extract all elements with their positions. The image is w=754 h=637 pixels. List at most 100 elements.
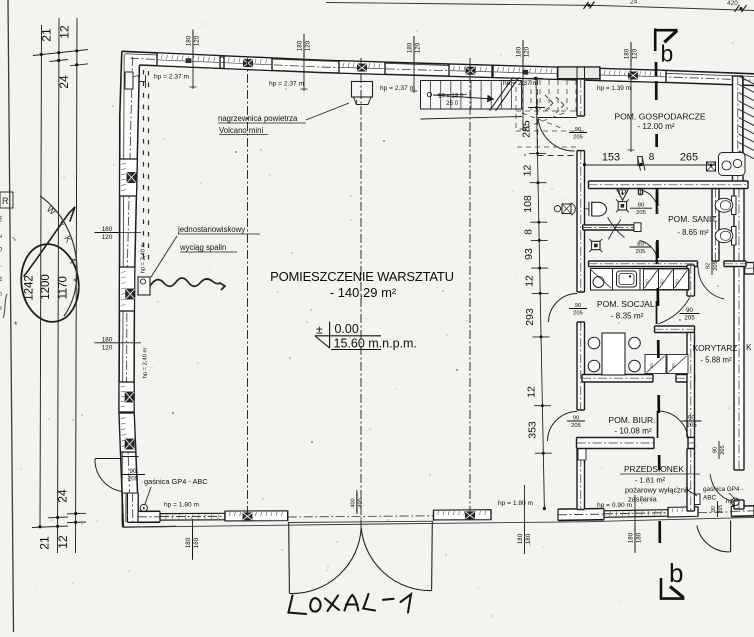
svg-text:hp = 2.37 m: hp = 2.37 m: [380, 85, 416, 92]
svg-text:205: 205: [686, 422, 697, 429]
svg-text:90: 90: [686, 307, 693, 314]
svg-text:1242: 1242: [24, 275, 36, 301]
svg-text:- 8.65 m²: - 8.65 m²: [677, 228, 709, 237]
svg-text:205: 205: [713, 261, 719, 270]
svg-text:92: 92: [706, 263, 712, 269]
svg-text:93: 93: [523, 248, 535, 260]
svg-text:hp = 1.80 m: hp = 1.80 m: [498, 500, 534, 507]
svg-text:24: 24: [56, 489, 70, 503]
svg-text:±: ±: [316, 323, 323, 337]
svg-text:12: 12: [526, 386, 538, 398]
svg-text:- 140,29 m²: - 140,29 m²: [330, 285, 397, 300]
svg-text:- 5.88 m²: - 5.88 m²: [700, 356, 732, 365]
svg-text:205: 205: [718, 505, 724, 514]
svg-text:b: b: [669, 558, 683, 588]
svg-text:120: 120: [102, 234, 113, 241]
svg-text:POM. BIUR.: POM. BIUR.: [608, 415, 655, 425]
svg-text:24: 24: [630, 0, 638, 6]
svg-text:160: 160: [193, 537, 200, 548]
svg-text:60: 60: [671, 363, 676, 368]
svg-text:180: 180: [525, 533, 532, 544]
svg-text:293: 293: [524, 308, 536, 326]
svg-text:90: 90: [688, 415, 695, 422]
svg-text:180: 180: [407, 42, 414, 53]
svg-text:120: 120: [194, 35, 201, 46]
svg-text:hp = 2.37 m: hp = 2.37 m: [269, 81, 305, 88]
svg-text:353: 353: [526, 421, 538, 439]
svg-text:nagrzewnica powietrza: nagrzewnica powietrza: [218, 114, 298, 123]
svg-text:180: 180: [185, 537, 192, 548]
svg-text:10 x 18.5: 10 x 18.5: [438, 93, 464, 100]
svg-text:420: 420: [727, 0, 738, 7]
svg-text:gaśnica GP4 -: gaśnica GP4 -: [703, 486, 744, 493]
svg-text:180: 180: [102, 336, 113, 343]
svg-text:hp = 2,40 m: hp = 2,40 m: [143, 347, 149, 378]
svg-text:60: 60: [660, 279, 665, 284]
svg-text:Volcano mini: Volcano mini: [219, 126, 263, 135]
svg-text:wyciąg spalin: wyciąg spalin: [179, 243, 226, 252]
svg-text:M: M: [0, 214, 4, 222]
svg-text:jednostanowiskowy: jednostanowiskowy: [177, 225, 245, 234]
svg-text:285: 285: [521, 120, 533, 138]
svg-text:POM. GOSPODARCZE: POM. GOSPODARCZE: [614, 112, 705, 122]
svg-text:180: 180: [624, 48, 631, 59]
svg-text:90: 90: [130, 468, 137, 475]
svg-text:ABC: ABC: [703, 495, 717, 502]
svg-text:180: 180: [102, 226, 113, 233]
svg-text:- 1.81 m²: - 1.81 m²: [635, 476, 666, 485]
svg-text:205: 205: [573, 310, 583, 316]
svg-text:*: *: [67, 278, 78, 282]
svg-text:12: 12: [56, 535, 70, 549]
svg-text:zasilania: zasilania: [628, 495, 658, 504]
svg-text:60: 60: [645, 279, 650, 284]
svg-text:hp = 2.37 m: hp = 2.37 m: [503, 80, 539, 87]
svg-text:120: 120: [102, 344, 113, 351]
svg-text:R: R: [2, 196, 9, 206]
svg-text:180: 180: [186, 35, 193, 46]
svg-text:180: 180: [628, 532, 635, 543]
svg-text:90: 90: [713, 447, 719, 453]
svg-text:108: 108: [522, 195, 534, 213]
svg-text:w: w: [0, 275, 4, 283]
svg-text:hp = 2,40 m: hp = 2,40 m: [141, 242, 147, 273]
svg-text:21: 21: [40, 28, 54, 42]
svg-text:120: 120: [632, 48, 639, 59]
svg-text:hp =: hp =: [726, 498, 739, 505]
svg-text:180: 180: [636, 532, 643, 543]
svg-text:60: 60: [675, 279, 680, 284]
svg-text:25 0: 25 0: [446, 100, 459, 107]
svg-text:120: 120: [524, 46, 531, 57]
svg-text:15.60 m.n.p.m.: 15.60 m.n.p.m.: [334, 336, 417, 350]
svg-text:1200: 1200: [40, 274, 52, 300]
svg-text:12: 12: [524, 275, 536, 287]
svg-text:400: 400: [351, 498, 357, 507]
svg-text:8: 8: [649, 152, 655, 163]
svg-text:b: b: [661, 41, 674, 67]
svg-text:- 10.08 m²: - 10.08 m²: [614, 427, 652, 436]
svg-text:K: K: [746, 342, 752, 352]
svg-text:hp = 0.90 m: hp = 0.90 m: [597, 502, 633, 509]
svg-text:21: 21: [38, 536, 52, 550]
svg-text:KORYTARZ: KORYTARZ: [693, 343, 738, 353]
svg-text:S: S: [0, 246, 4, 252]
svg-text:hp = 1.80 m: hp = 1.80 m: [164, 502, 200, 509]
svg-text:POMIESZCZENIE WARSZTATU: POMIESZCZENIE WARSZTATU: [270, 269, 454, 284]
svg-text:✓: ✓: [11, 235, 19, 242]
svg-text:12: 12: [58, 25, 72, 39]
svg-text:hp = 2.37 m: hp = 2.37 m: [154, 74, 190, 81]
svg-text:120: 120: [415, 42, 422, 53]
svg-text:*: *: [14, 320, 18, 330]
svg-text:- 8.35 m²: - 8.35 m²: [611, 312, 644, 321]
svg-text:205: 205: [720, 445, 726, 454]
svg-text:90: 90: [711, 506, 717, 512]
svg-text:205: 205: [684, 315, 695, 322]
svg-text:205: 205: [636, 210, 646, 216]
svg-text:205: 205: [571, 423, 581, 429]
svg-text:- 12.00 m²: - 12.00 m²: [637, 122, 675, 131]
svg-text:0.00: 0.00: [335, 322, 359, 336]
svg-text:180: 180: [517, 533, 524, 544]
svg-text:60: 60: [649, 363, 654, 368]
svg-text:265: 265: [680, 152, 698, 164]
svg-text:gaśnica GP4 - ABC: gaśnica GP4 - ABC: [144, 477, 208, 486]
svg-text:153: 153: [602, 152, 620, 164]
